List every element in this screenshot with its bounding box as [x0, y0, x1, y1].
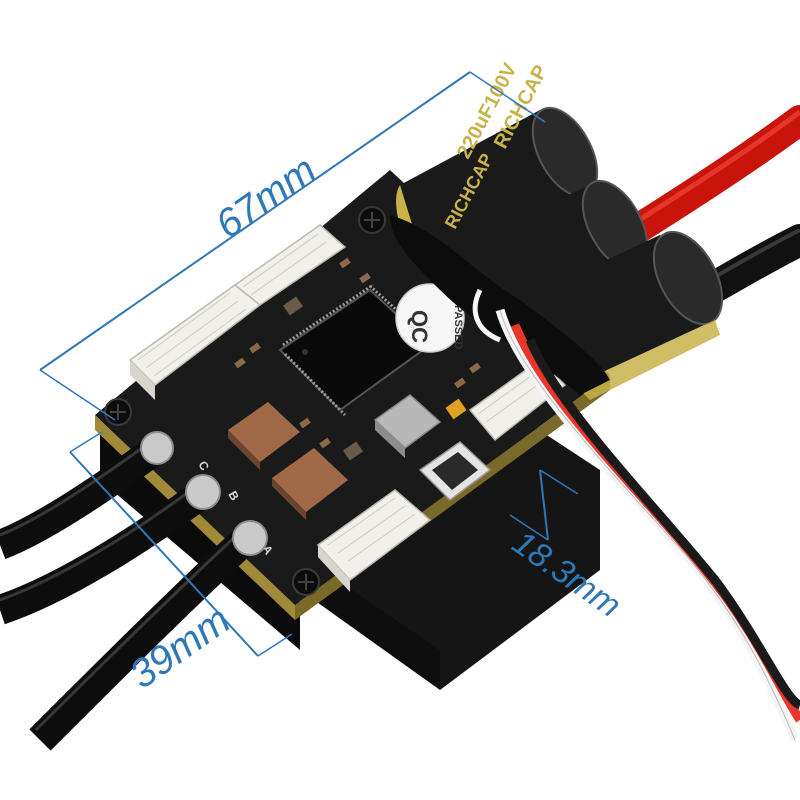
solder-joint [185, 474, 221, 510]
power-lead-red [605, 105, 800, 255]
phase-wire-c [0, 437, 164, 560]
qc-label: QC [407, 310, 432, 343]
signal-wires [472, 288, 800, 742]
inductor [272, 448, 348, 520]
tape-wrap [390, 215, 610, 395]
screw-icon [104, 398, 132, 426]
connector-bottom [316, 489, 432, 592]
inductor [228, 402, 300, 470]
screw-icon [292, 568, 320, 596]
capacitor-2 [470, 179, 649, 325]
qc-sticker: QC PASSED [395, 283, 465, 353]
phase-wire-b [0, 482, 209, 625]
screw-icon [358, 206, 386, 234]
crystal [373, 394, 442, 458]
solder-joint [140, 431, 174, 465]
connector-top-right [233, 224, 347, 306]
solder-joint [232, 520, 268, 556]
usb-port [418, 441, 492, 501]
phase-wire-a [29, 528, 256, 751]
smd-components [234, 257, 481, 461]
qc-passed-label: PASSED [452, 305, 464, 349]
